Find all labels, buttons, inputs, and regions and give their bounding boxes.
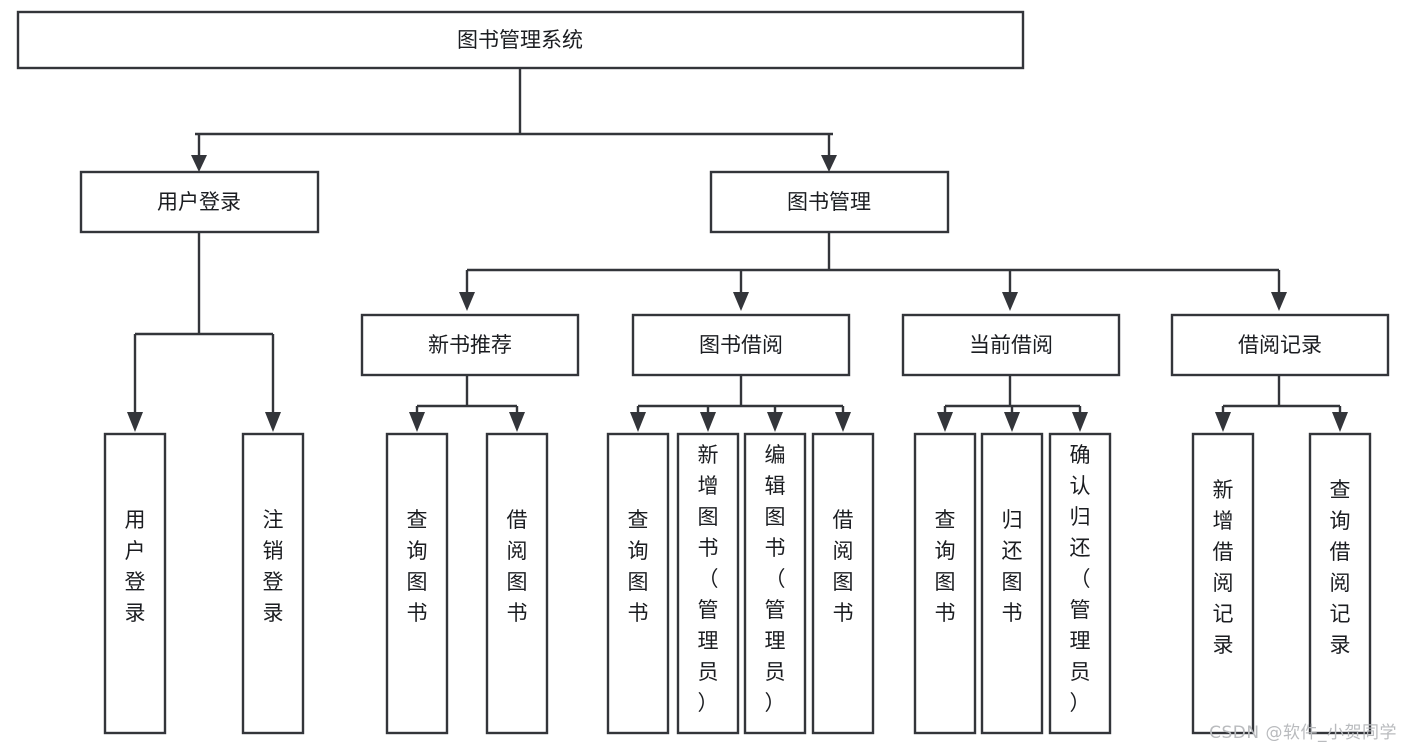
- node-new-book-rec-box[interactable]: [360, 313, 580, 377]
- node-leaf-add-record-box[interactable]: [1191, 432, 1255, 735]
- node-leaf-edit-book[interactable]: 编辑图书（管理员）: [743, 432, 807, 735]
- node-borrow-record-label: 借阅记录: [1238, 333, 1322, 357]
- node-user-login[interactable]: 用户登录: [79, 170, 320, 234]
- arrowhead-leaf-add-record: [1215, 412, 1231, 432]
- node-book-borrow-box[interactable]: [631, 313, 851, 377]
- node-book-manage-label: 图书管理: [787, 190, 871, 214]
- node-leaf-edit-book-label: 编辑图书（管理员）: [765, 443, 786, 715]
- arrowhead-current-borrow: [1002, 292, 1018, 311]
- node-borrow-record[interactable]: 借阅记录: [1170, 313, 1390, 377]
- node-root[interactable]: 图书管理系统: [16, 10, 1025, 70]
- node-leaf-confirm-return[interactable]: 确认归还（管理员）: [1048, 432, 1112, 735]
- edges-root-to-level2: [191, 68, 837, 172]
- arrowhead-leaf-query-book-2: [630, 412, 646, 432]
- node-current-borrow-label: 当前借阅: [969, 333, 1053, 357]
- arrowhead-leaf-user-login: [127, 412, 143, 432]
- edges-book-manage-to-level3: [459, 232, 1287, 311]
- node-leaf-borrow-book-1-box[interactable]: [485, 432, 549, 735]
- arrowhead-leaf-borrow-book-1: [509, 412, 525, 432]
- node-leaf-query-record-label: 查询借阅记录: [1330, 478, 1351, 657]
- arrowhead-leaf-logout: [265, 412, 281, 432]
- node-leaf-confirm-return-label: 确认归还（管理员）: [1070, 443, 1091, 715]
- node-borrow-record-box[interactable]: [1170, 313, 1390, 377]
- node-leaf-query-book-2-box[interactable]: [606, 432, 670, 735]
- node-book-manage-box[interactable]: [709, 170, 950, 234]
- node-leaf-query-book-1-label: 查询图书: [407, 508, 428, 625]
- edge-book-manage-split: [465, 232, 1281, 296]
- node-leaf-borrow-book-2[interactable]: 借阅图书: [811, 432, 875, 735]
- edge-book-borrow-split: [636, 375, 845, 418]
- node-leaf-add-record[interactable]: 新增借阅记录: [1191, 432, 1255, 735]
- arrowhead-borrow-record: [1271, 292, 1287, 311]
- arrowhead-book-manage: [821, 155, 837, 172]
- edge-user-login-split: [133, 232, 275, 418]
- node-leaf-borrow-book-1[interactable]: 借阅图书: [485, 432, 549, 735]
- node-leaf-user-login-label: 用户登录: [125, 508, 146, 625]
- node-leaf-user-login-box[interactable]: [103, 432, 167, 735]
- node-leaf-borrow-book-2-label: 借阅图书: [833, 508, 854, 625]
- edges-current-borrow-to-leaves: [937, 375, 1088, 432]
- node-current-borrow-box[interactable]: [901, 313, 1121, 377]
- node-leaf-return-book[interactable]: 归还图书: [980, 432, 1044, 735]
- node-leaf-query-book-3[interactable]: 查询图书: [913, 432, 977, 735]
- arrowhead-leaf-borrow-book-2: [835, 412, 851, 432]
- edges-user-login-to-leaves: [127, 232, 281, 432]
- edge-new-book-rec-split: [415, 375, 519, 418]
- node-leaf-user-login[interactable]: 用户登录: [103, 432, 167, 735]
- node-leaf-return-book-label: 归还图书: [1002, 508, 1023, 625]
- node-leaf-borrow-book-1-label: 借阅图书: [507, 508, 528, 625]
- edges-new-book-rec-to-leaves: [409, 375, 525, 432]
- node-leaf-query-book-1[interactable]: 查询图书: [385, 432, 449, 735]
- node-leaf-query-book-1-box[interactable]: [385, 432, 449, 735]
- arrowhead-user-login: [191, 155, 207, 172]
- arrowhead-leaf-query-book-3: [937, 412, 953, 432]
- node-leaf-query-book-2[interactable]: 查询图书: [606, 432, 670, 735]
- node-leaf-query-record[interactable]: 查询借阅记录: [1308, 432, 1372, 735]
- node-leaf-add-record-label: 新增借阅记录: [1213, 478, 1234, 657]
- node-root-label: 图书管理系统: [457, 28, 583, 52]
- node-book-manage[interactable]: 图书管理: [709, 170, 950, 234]
- node-root-box[interactable]: [16, 10, 1025, 70]
- node-leaf-return-book-box[interactable]: [980, 432, 1044, 735]
- arrowhead-leaf-edit-book: [767, 412, 783, 432]
- node-user-login-label: 用户登录: [157, 190, 241, 214]
- edge-borrow-record-split: [1221, 375, 1342, 418]
- arrowhead-leaf-query-record: [1332, 412, 1348, 432]
- node-leaf-borrow-book-2-box[interactable]: [811, 432, 875, 735]
- node-leaf-confirm-return-box[interactable]: [1048, 432, 1112, 735]
- arrowhead-leaf-confirm-return: [1072, 412, 1088, 432]
- node-leaf-logout-label: 注销登录: [263, 508, 284, 625]
- edge-current-borrow-split: [943, 375, 1082, 418]
- node-leaf-query-book-3-label: 查询图书: [935, 508, 956, 625]
- node-book-borrow[interactable]: 图书借阅: [631, 313, 851, 377]
- node-leaf-logout[interactable]: 注销登录: [241, 432, 305, 735]
- arrowhead-book-borrow: [733, 292, 749, 311]
- node-leaf-query-book-2-label: 查询图书: [628, 508, 649, 625]
- node-leaf-logout-box[interactable]: [241, 432, 305, 735]
- arrowhead-leaf-return-book: [1004, 412, 1020, 432]
- edges-book-borrow-to-leaves: [630, 375, 851, 432]
- node-user-login-box[interactable]: [79, 170, 320, 234]
- node-leaf-edit-book-box[interactable]: [743, 432, 807, 735]
- edge-root-split: [195, 68, 833, 160]
- node-new-book-rec[interactable]: 新书推荐: [360, 313, 580, 377]
- node-book-borrow-label: 图书借阅: [699, 333, 783, 357]
- node-leaf-add-book-label: 新增图书（管理员）: [698, 443, 719, 715]
- arrowhead-new-book-rec: [459, 292, 475, 311]
- node-new-book-rec-label: 新书推荐: [428, 333, 512, 357]
- node-current-borrow[interactable]: 当前借阅: [901, 313, 1121, 377]
- watermark-text: CSDN @软件_小贺同学: [1209, 723, 1397, 743]
- node-leaf-add-book[interactable]: 新增图书（管理员）: [676, 432, 740, 735]
- node-leaf-add-book-box[interactable]: [676, 432, 740, 735]
- edges-borrow-record-to-leaves: [1215, 375, 1348, 432]
- arrowhead-leaf-query-book-1: [409, 412, 425, 432]
- node-leaf-query-book-3-box[interactable]: [913, 432, 977, 735]
- arrowhead-leaf-add-book: [700, 412, 716, 432]
- node-leaf-query-record-box[interactable]: [1308, 432, 1372, 735]
